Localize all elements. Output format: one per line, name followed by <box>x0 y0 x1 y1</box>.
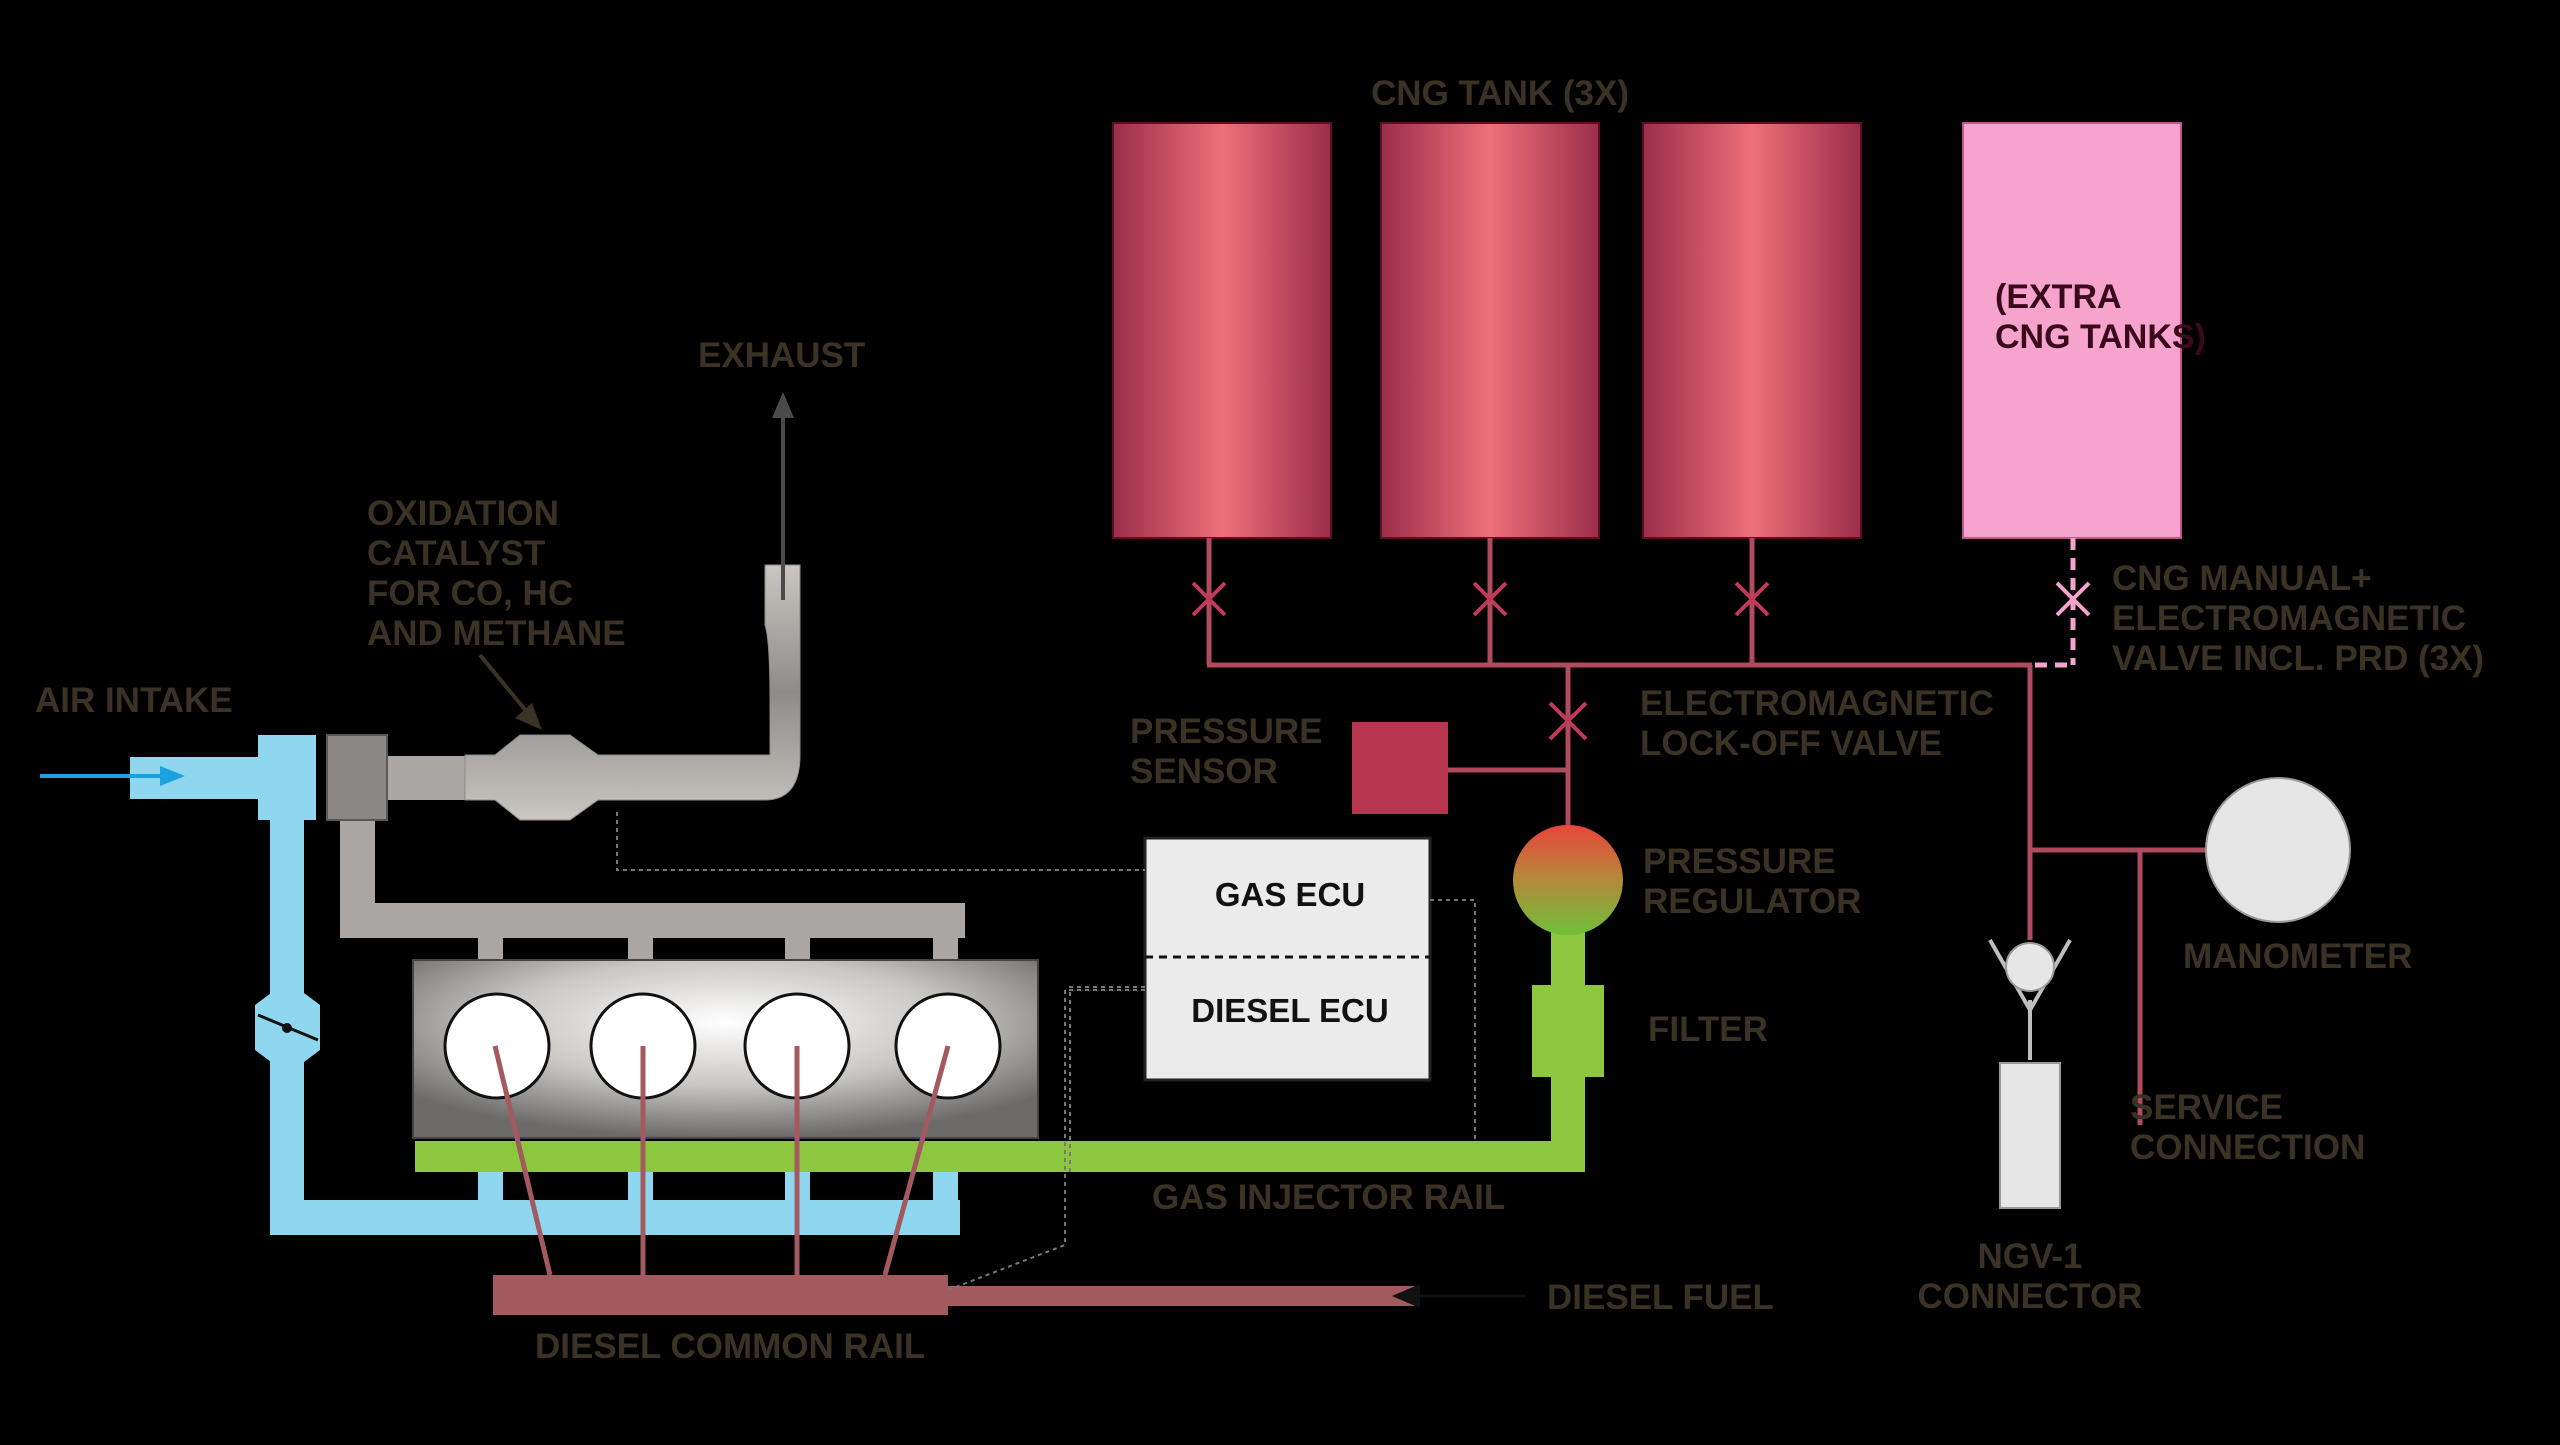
ngv1-connector-label: NGV-1 CONNECTOR <box>1917 1237 2143 1316</box>
cng-valve-label: CNG MANUAL+ ELECTROMAGNETIC VALVE INCL. … <box>2112 559 2485 678</box>
cng-tank-3 <box>1642 122 1862 539</box>
pressure-regulator-label: PRESSURE REGULATOR <box>1643 842 1862 921</box>
tank-valve-icon-2 <box>1472 581 1508 617</box>
tank-valve-icon-1 <box>1191 581 1227 617</box>
turbocharger-block <box>326 734 388 821</box>
extra-tank-valve-icon <box>2055 581 2091 617</box>
gas-ecu-label: GAS ECU <box>1214 876 1366 913</box>
cng-tank-2 <box>1380 122 1600 539</box>
diesel-common-rail <box>493 1275 948 1315</box>
extra-tank-dashed-line <box>2035 538 2076 668</box>
ngv1-connector <box>1988 939 2072 1209</box>
pressure-sensor-label: PRESSURE SENSOR <box>1130 712 1323 791</box>
diesel-common-rail-label: DIESEL COMMON RAIL <box>535 1327 926 1366</box>
gas-injector-rail <box>415 1141 1585 1172</box>
diesel-ecu-label: DIESEL ECU <box>1191 992 1389 1029</box>
ecu-box <box>1143 836 1432 1082</box>
oxidation-catalyst-label: OXIDATION CATALYST FOR CO, HC AND METHAN… <box>367 494 626 653</box>
diesel-fuel-label: DIESEL FUEL <box>1547 1278 1774 1317</box>
lock-off-valve-label: ELECTROMAGNETIC LOCK-OFF VALVE <box>1640 684 1994 763</box>
cng-tank-1 <box>1112 122 1332 539</box>
diesel-fuel-arrow-icon <box>1392 1284 1525 1308</box>
manometer-label: MANOMETER <box>2183 937 2413 976</box>
filter-label: FILTER <box>1648 1010 1768 1049</box>
extra-cng-tanks-label: (EXTRA CNG TANKS) <box>1995 278 2206 356</box>
pressure-regulator <box>1513 825 1623 935</box>
lock-off-valve-icon <box>1548 701 1588 741</box>
diesel-injector-lines <box>492 1045 951 1276</box>
exhaust-system <box>340 756 965 960</box>
exhaust-arrow-icon <box>772 392 794 600</box>
gas-injector-rail-label: GAS INJECTOR RAIL <box>1152 1178 1506 1217</box>
filter-assembly <box>1532 930 1604 1172</box>
manometer <box>2205 777 2351 923</box>
diesel-fuel-line <box>948 1286 1420 1306</box>
exhaust-label: EXHAUST <box>698 336 866 375</box>
signal-lines <box>616 812 1476 1291</box>
air-intake-system <box>130 735 960 1235</box>
cng-tank-label: CNG TANK (3X) <box>1371 74 1629 113</box>
air-intake-arrow-icon <box>40 766 185 786</box>
pressure-sensor <box>1352 722 1448 814</box>
extra-cng-tank <box>1962 122 2182 539</box>
air-intake-label: AIR INTAKE <box>35 681 233 720</box>
throttle-valve-icon <box>257 1013 319 1042</box>
tank-valve-icon-3 <box>1734 581 1770 617</box>
catalyst-pointer-arrow-icon <box>478 653 542 730</box>
gas-line-network <box>1206 538 2210 1125</box>
service-connection-label: SERVICE CONNECTION <box>2130 1088 2366 1167</box>
